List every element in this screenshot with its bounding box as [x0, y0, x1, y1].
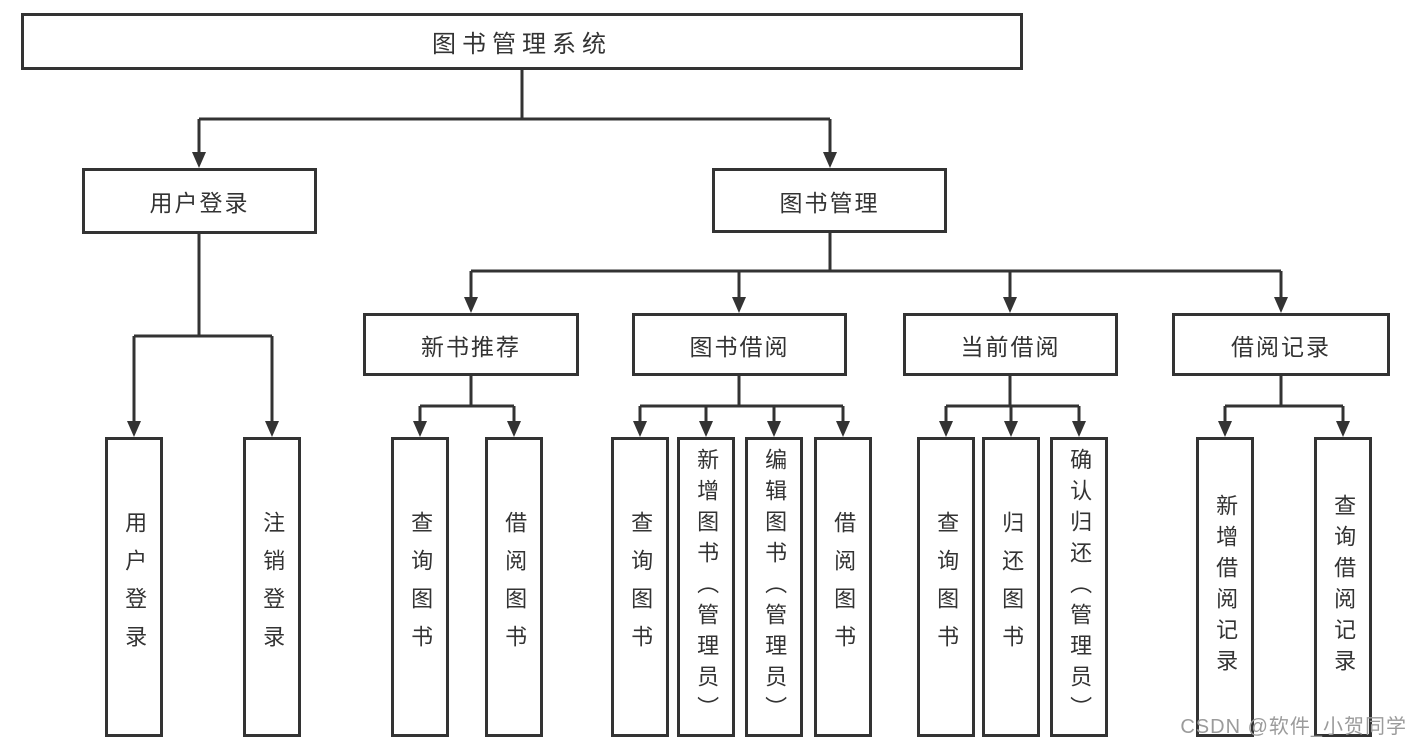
arrowheads — [127, 152, 1350, 437]
node-label: 图书借阅 — [689, 333, 790, 360]
arrow-down-icon — [633, 421, 647, 437]
arrow-down-icon — [699, 421, 713, 437]
leaf-nb-borrow-books: 借阅图书 — [485, 437, 543, 737]
arrow-down-icon — [127, 421, 141, 437]
node-label: 新书推荐 — [421, 333, 521, 360]
leaf-cb-confirm-return-admin: 确认归还（管理员） — [1050, 437, 1108, 737]
leaf-label: 确认归还（管理员） — [1067, 447, 1093, 727]
arrow-down-icon — [823, 152, 837, 168]
leaf-logout: 注销登录 — [243, 437, 301, 737]
leaf-label: 新增图书（管理员） — [694, 447, 720, 727]
arrow-down-icon — [265, 421, 279, 437]
csdn-watermark: CSDN @软件_小贺同学 — [1180, 716, 1405, 738]
arrow-down-icon — [1072, 421, 1086, 437]
leaf-label: 编辑图书（管理员） — [762, 447, 788, 727]
node-label: 借阅记录 — [1231, 333, 1331, 360]
leaf-cb-return-books: 归还图书 — [982, 437, 1040, 737]
leaf-label: 查询借阅记录 — [1331, 494, 1357, 680]
leaf-cb-query-books: 查询图书 — [917, 437, 975, 737]
leaf-label: 注销登录 — [260, 511, 286, 663]
node-label: 图书管理 — [779, 189, 880, 216]
leaf-label: 借阅图书 — [502, 511, 528, 663]
arrow-down-icon — [1336, 421, 1350, 437]
node-label: 用户登录 — [149, 190, 250, 216]
leaf-bb-edit-books-admin: 编辑图书（管理员） — [745, 437, 803, 737]
node-label: 当前借阅 — [960, 333, 1061, 360]
leaf-nb-query-books: 查询图书 — [391, 437, 449, 737]
arrow-down-icon — [836, 421, 850, 437]
node-user-login: 用户登录 — [82, 168, 317, 234]
connector-book-mgmt-split — [469, 233, 1283, 297]
connector-borrow-records-split — [1223, 376, 1345, 421]
leaf-bb-query-books: 查询图书 — [611, 437, 669, 737]
arrow-down-icon — [939, 421, 953, 437]
connector-user-login-split — [132, 234, 274, 421]
connector-book-borrow-split — [638, 376, 845, 421]
leaf-user-login: 用户登录 — [105, 437, 163, 737]
leaf-label: 借阅图书 — [831, 511, 857, 663]
arrow-down-icon — [507, 421, 521, 437]
leaf-label: 查询图书 — [628, 511, 654, 663]
connector-new-book-split — [418, 376, 516, 421]
leaf-br-query-borrow-record: 查询借阅记录 — [1314, 437, 1372, 737]
node-new-book-recommendation: 新书推荐 — [363, 313, 579, 376]
leaf-label: 查询图书 — [408, 511, 434, 663]
leaf-label: 查询图书 — [934, 511, 960, 663]
arrow-down-icon — [1218, 421, 1232, 437]
node-library-system-root: 图书管理系统 — [21, 13, 1023, 70]
leaf-label: 归还图书 — [999, 511, 1025, 663]
node-book-borrowing: 图书借阅 — [632, 313, 847, 376]
leaf-bb-borrow-books: 借阅图书 — [814, 437, 872, 737]
node-borrowing-records: 借阅记录 — [1172, 313, 1390, 376]
connector-current-borrow-split — [944, 376, 1081, 421]
connector-root-split — [197, 70, 832, 152]
node-current-borrowing: 当前借阅 — [903, 313, 1118, 376]
leaf-bb-add-books-admin: 新增图书（管理员） — [677, 437, 735, 737]
arrow-down-icon — [192, 152, 206, 168]
arrow-down-icon — [413, 421, 427, 437]
leaf-br-add-borrow-record: 新增借阅记录 — [1196, 437, 1254, 737]
leaf-label: 新增借阅记录 — [1213, 494, 1239, 680]
arrow-down-icon — [767, 421, 781, 437]
arrow-down-icon — [1003, 297, 1017, 313]
arrow-down-icon — [1274, 297, 1288, 313]
arrow-down-icon — [464, 297, 478, 313]
arrow-down-icon — [732, 297, 746, 313]
node-label: 图书管理系统 — [432, 31, 612, 58]
leaf-label: 用户登录 — [122, 511, 148, 663]
arrow-down-icon — [1004, 421, 1018, 437]
node-book-management: 图书管理 — [712, 168, 947, 233]
